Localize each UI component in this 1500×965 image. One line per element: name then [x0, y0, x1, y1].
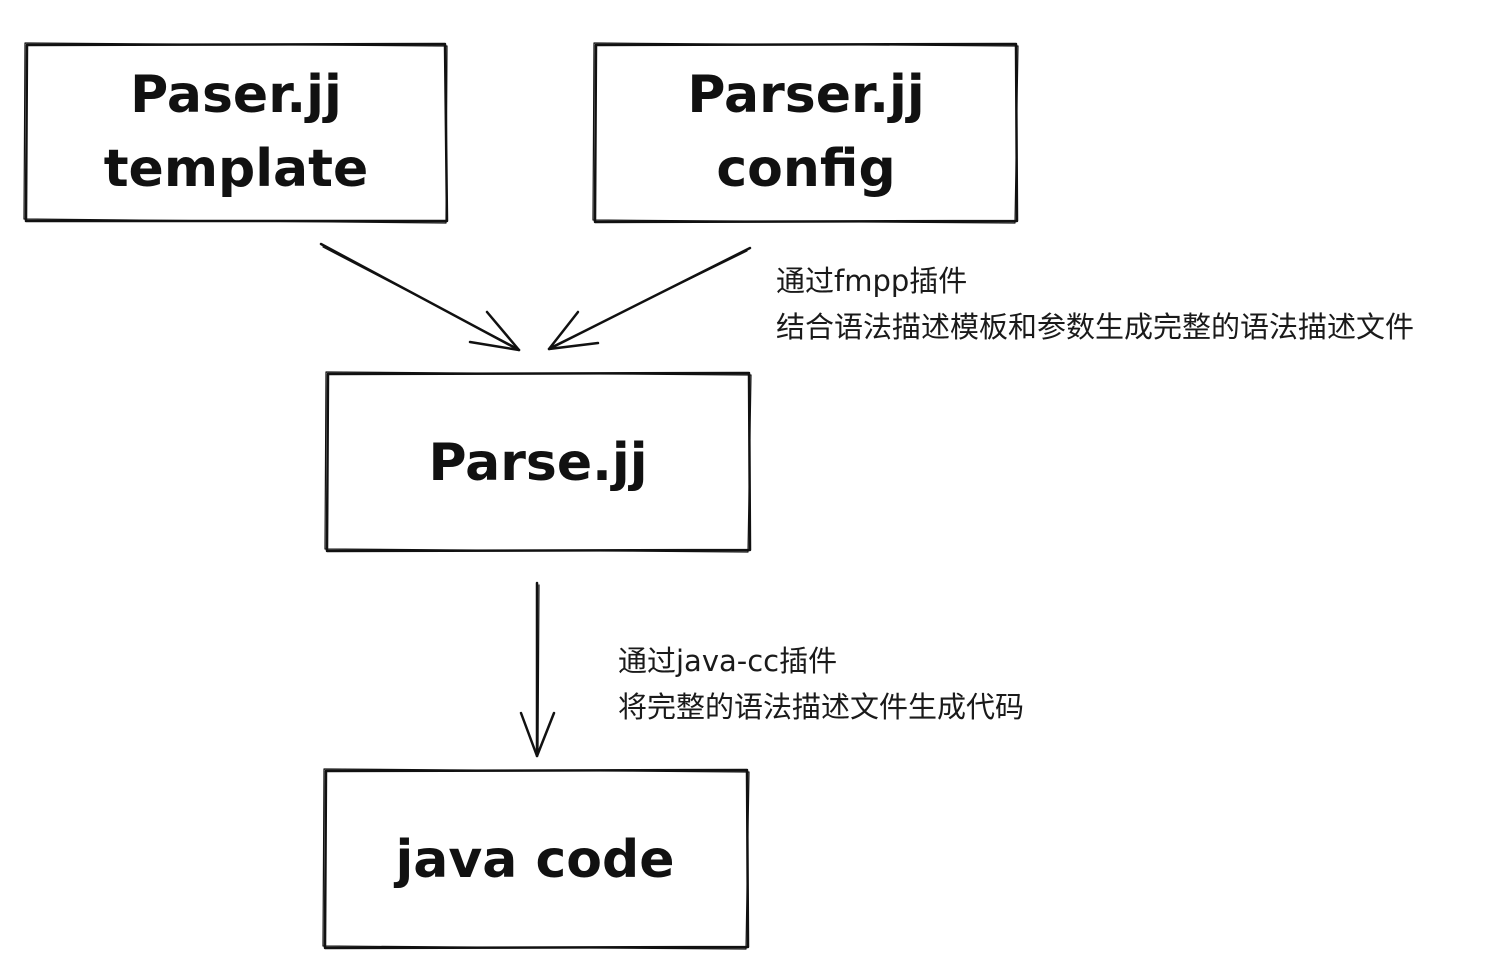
javacc-annotation: 通过java-cc插件 将完整的语法描述文件生成代码 [618, 638, 1024, 730]
config-box-label-line2: config [716, 139, 895, 199]
parse-box-label: Parse.jj [428, 433, 647, 493]
template-box-label-line2: template [104, 139, 369, 199]
config-box-label-line1: Parser.jj [687, 65, 924, 125]
arrow-parse-to-java-code [519, 581, 556, 758]
config-box [592, 42, 1019, 224]
parse-box [324, 371, 752, 553]
arrow-template-to-parse [319, 242, 521, 352]
fmpp-annotation: 通过fmpp插件 结合语法描述模板和参数生成完整的语法描述文件 [776, 258, 1414, 350]
javacc-annotation-line1: 通过java-cc插件 [618, 644, 838, 678]
java-code-box [322, 768, 750, 950]
template-box [23, 42, 449, 224]
fmpp-annotation-line2: 结合语法描述模板和参数生成完整的语法描述文件 [776, 310, 1415, 344]
arrow-config-to-parse [547, 246, 752, 351]
javacc-annotation-line2: 将完整的语法描述文件生成代码 [618, 690, 1025, 724]
template-box-label-line1: Paser.jj [130, 65, 342, 125]
fmpp-annotation-line1: 通过fmpp插件 [776, 264, 968, 298]
java-code-box-label: java code [393, 830, 674, 890]
